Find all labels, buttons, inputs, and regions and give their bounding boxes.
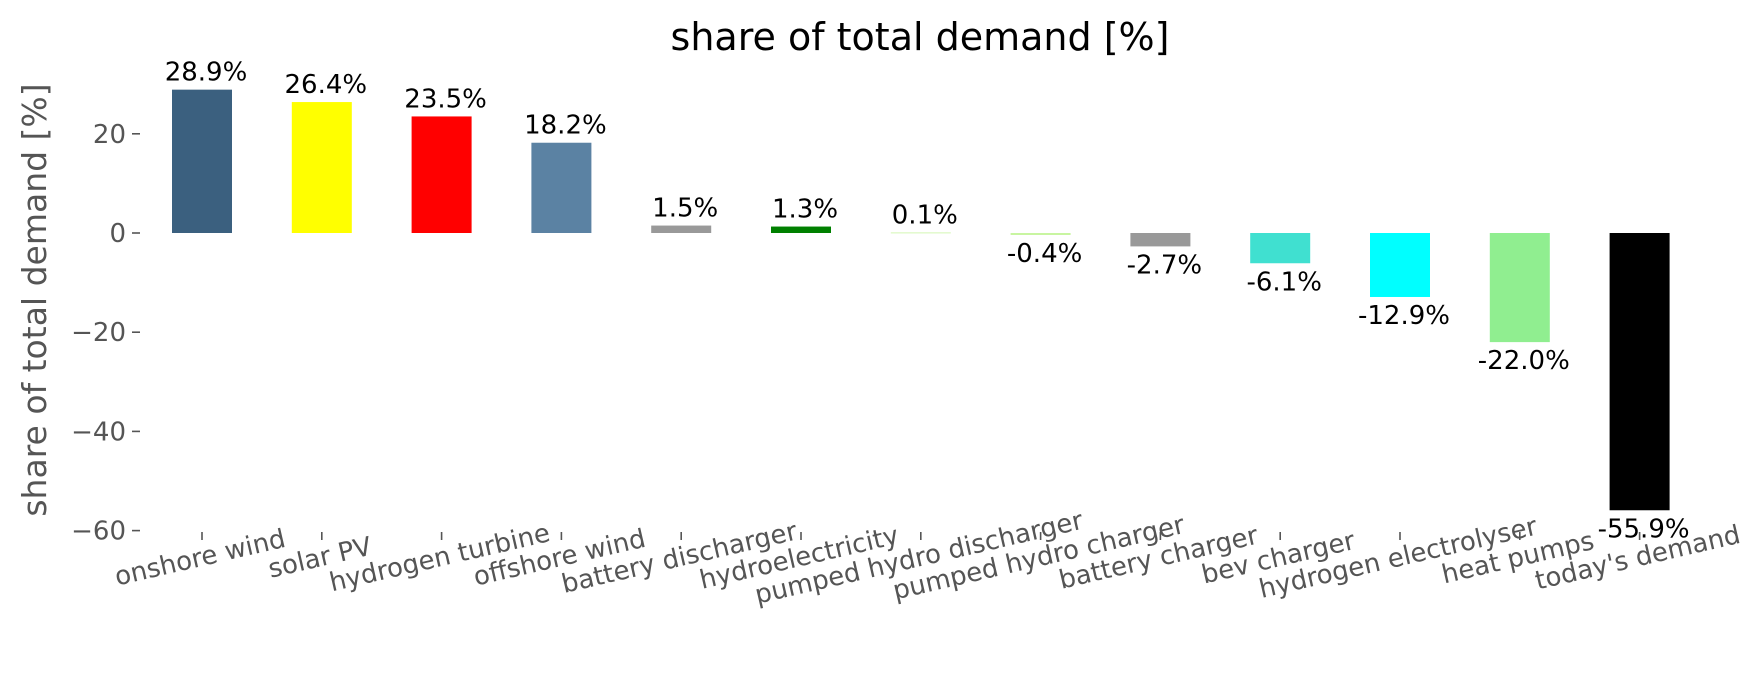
- y-tick-label: 20: [93, 120, 126, 150]
- chart-title: share of total demand [%]: [671, 15, 1170, 59]
- bar: [1130, 233, 1191, 247]
- bar-value-label: -0.4%: [1007, 239, 1082, 269]
- y-tick-label: −40: [71, 417, 126, 447]
- bar-value-label: 1.5%: [652, 194, 718, 224]
- y-tick-label: −60: [71, 517, 126, 547]
- bar-value-label: -2.7%: [1127, 250, 1202, 280]
- bar: [771, 226, 831, 233]
- bar-value-label: -22.0%: [1478, 346, 1570, 376]
- bar: [1370, 233, 1430, 297]
- bar-value-label: -6.1%: [1246, 267, 1321, 297]
- y-axis: 20 0 −20 −40 −60: [71, 120, 140, 547]
- bar: [1010, 233, 1071, 235]
- bar: [411, 116, 472, 233]
- bar: [1609, 233, 1670, 511]
- bar: [1250, 233, 1311, 264]
- bar-value-label: 18.2%: [524, 111, 607, 141]
- bar-value-label: 1.3%: [772, 195, 838, 225]
- bar: [531, 142, 592, 233]
- bar-value-label: -12.9%: [1358, 301, 1450, 331]
- bar-value-label: 28.9%: [165, 58, 248, 88]
- bar: [651, 225, 712, 233]
- bar: [172, 89, 232, 233]
- bar-value-label: 23.5%: [404, 84, 487, 114]
- bar-value-labels: 28.9% 26.4% 23.5% 18.2% 1.5% 1.3% 0.1% -0.4% -2.…: [165, 58, 1690, 545]
- bar-value-label: 26.4%: [284, 70, 367, 100]
- y-axis-label: share of total demand [%]: [15, 83, 54, 516]
- bar: [291, 102, 352, 233]
- bar-value-label: -55.9%: [1598, 514, 1690, 544]
- y-tick-label: 0: [109, 219, 126, 249]
- bar: [890, 232, 951, 234]
- bar-value-label: 0.1%: [892, 201, 958, 231]
- x-tick-label: onshore wind: [112, 524, 288, 592]
- bar: [1489, 233, 1550, 343]
- y-tick-label: −20: [71, 318, 126, 348]
- bars: [172, 89, 1670, 511]
